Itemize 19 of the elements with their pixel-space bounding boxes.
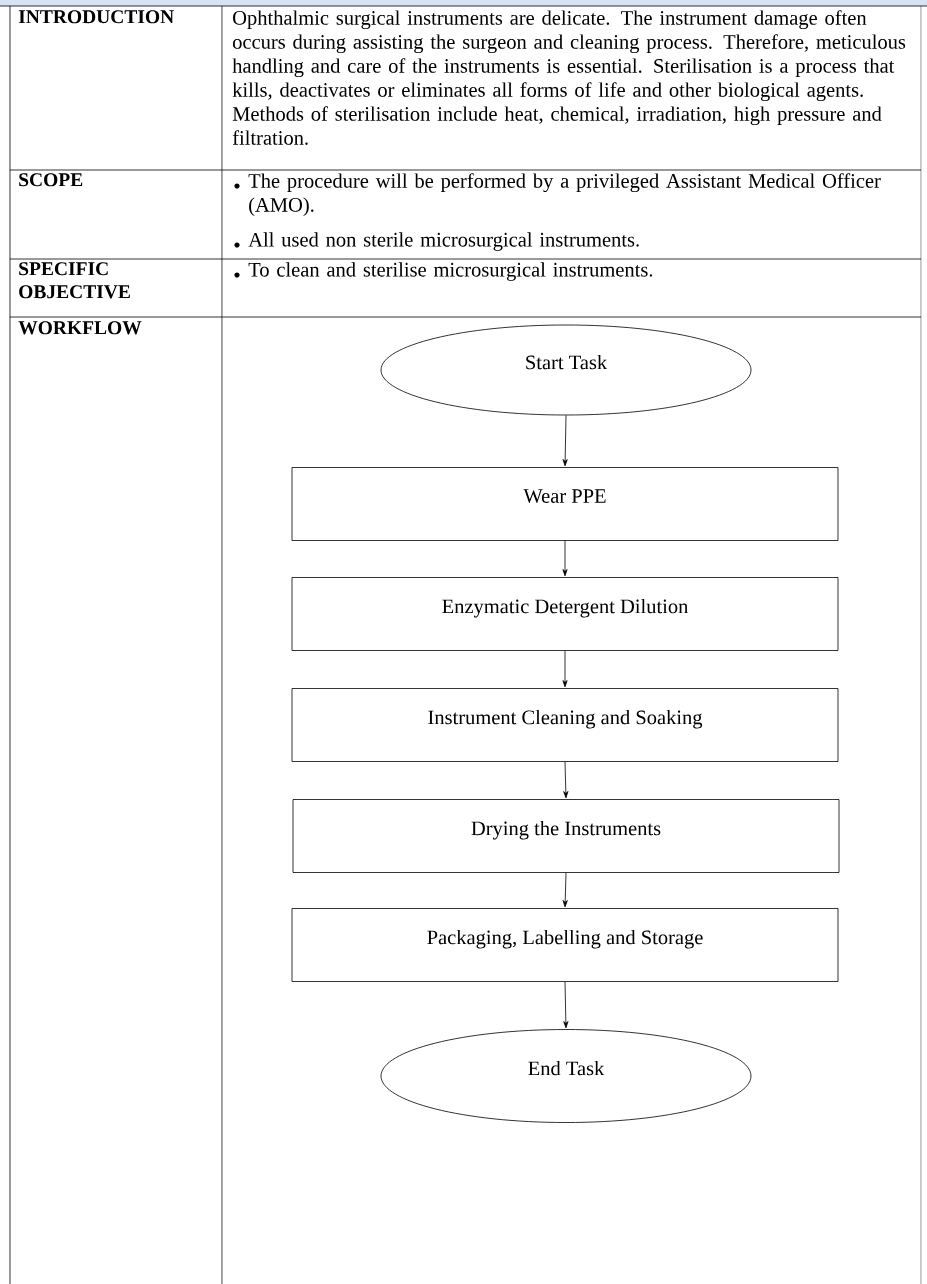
arrow bbox=[562, 872, 568, 908]
process-box: Drying the Instruments bbox=[292, 799, 840, 873]
bullet-item: The procedure will be performed by a privileged Assistant Medical Officer (AMO). bbox=[248, 173, 881, 216]
arrow bbox=[562, 540, 568, 577]
process-box: Wear PPE bbox=[291, 467, 839, 541]
process-box: Enzymatic Detergent Dilution bbox=[291, 577, 839, 651]
arrow bbox=[562, 415, 568, 467]
row-heading: SCOPE bbox=[19, 173, 83, 187]
arrow bbox=[563, 761, 569, 799]
process-box: Packaging, Labelling and Storage bbox=[291, 908, 839, 982]
bullet-item: To clean and sterilise microsurgical instruments. bbox=[248, 262, 653, 281]
bullet-item: All used non sterile microsurgical instruments. bbox=[248, 232, 639, 251]
paragraph-text: Ophthalmic surgical instruments are delicate. The instrument damage often occurs during assisting the surgeon and cleaning process. Therefore, meticulous handling and care of the instruments is essential. Sterilisation is a process that kills, deactivates or eliminates all forms of life and other biological agents. Methods of sterilisation include heat, chemical, irradiation, high pressure and filtration. bbox=[232, 10, 906, 145]
arrow bbox=[562, 650, 568, 688]
row-heading: INTRODUCTION bbox=[18, 10, 174, 24]
row-heading: WORKFLOW bbox=[18, 321, 142, 335]
process-box: Instrument Cleaning and Soaking bbox=[291, 688, 839, 762]
arrow bbox=[563, 981, 569, 1029]
row-heading: SPECIFIC OBJECTIVE bbox=[19, 262, 130, 299]
